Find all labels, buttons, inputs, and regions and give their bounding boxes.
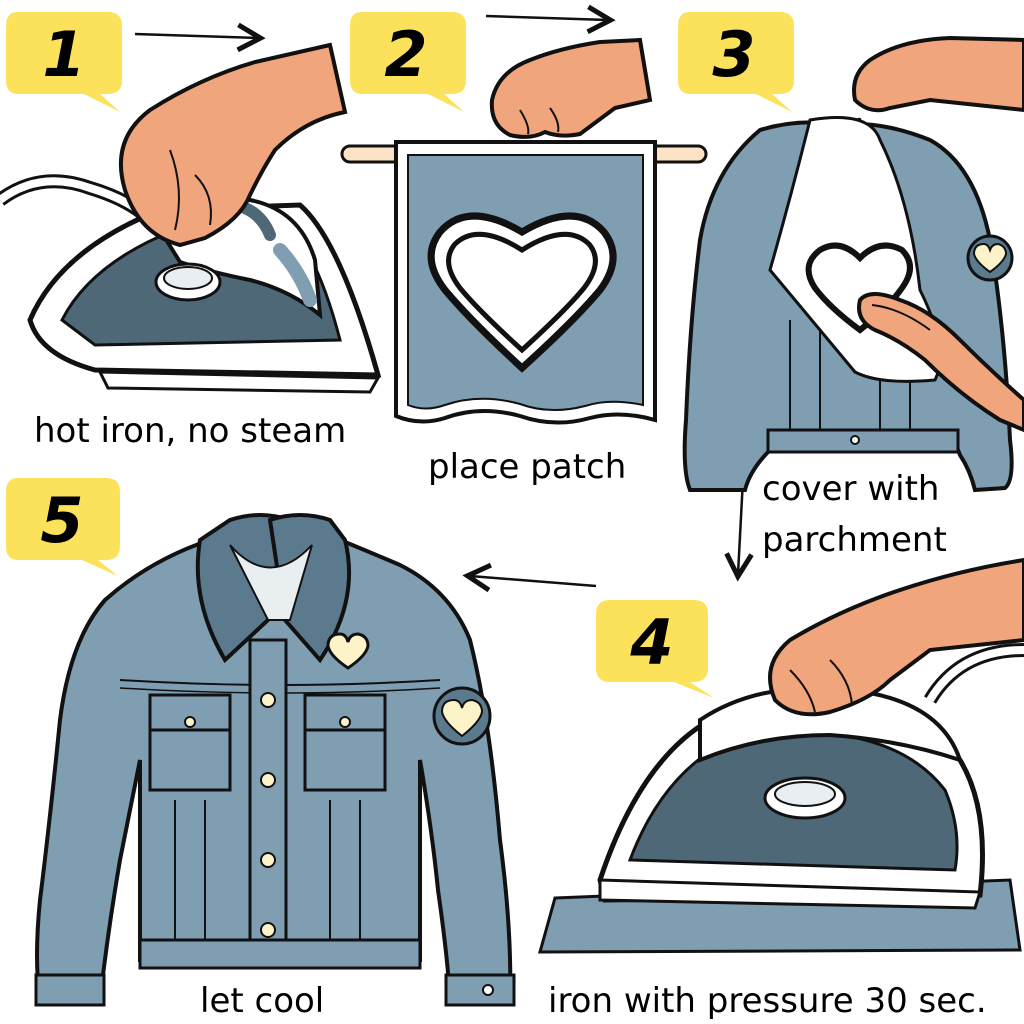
hand-holding-patch-icon xyxy=(489,37,653,139)
step-5-number: 5 xyxy=(40,484,83,557)
jacket-with-parchment-icon xyxy=(682,116,1014,493)
arrow-2-to-3 xyxy=(485,16,608,20)
step-2-number: 2 xyxy=(384,18,427,91)
hand-pressing-iron-icon xyxy=(768,557,1024,717)
arrow-4-to-5 xyxy=(470,576,597,586)
step-5-badge: 5 xyxy=(6,478,120,576)
step-2-badge: 2 xyxy=(350,12,466,112)
step-5-caption: let cool xyxy=(200,981,324,1021)
step-4-badge: 4 xyxy=(596,600,714,698)
arrow-1-to-2 xyxy=(134,34,258,38)
iron-pressing-icon xyxy=(538,643,1024,954)
step-1-caption: hot iron, no steam xyxy=(34,411,346,451)
step-3-caption-line-1: cover with xyxy=(762,469,939,509)
iron-icon xyxy=(0,174,382,394)
step-1-number: 1 xyxy=(42,18,85,91)
step-3-badge: 3 xyxy=(678,12,794,112)
hands-smoothing-parchment-icon xyxy=(852,35,1024,433)
denim-jacket-icon xyxy=(34,513,516,1007)
step-3-number: 3 xyxy=(712,18,755,91)
step-1-badge: 1 xyxy=(6,12,122,112)
hand-on-iron-icon xyxy=(118,42,348,248)
step-4-number: 4 xyxy=(629,606,673,679)
step-4-caption: iron with pressure 30 sec. xyxy=(548,981,987,1021)
step-2-caption: place patch xyxy=(428,447,626,487)
heart-patch-icon xyxy=(340,140,708,425)
step-3-caption-line-2: parchment xyxy=(762,520,947,560)
